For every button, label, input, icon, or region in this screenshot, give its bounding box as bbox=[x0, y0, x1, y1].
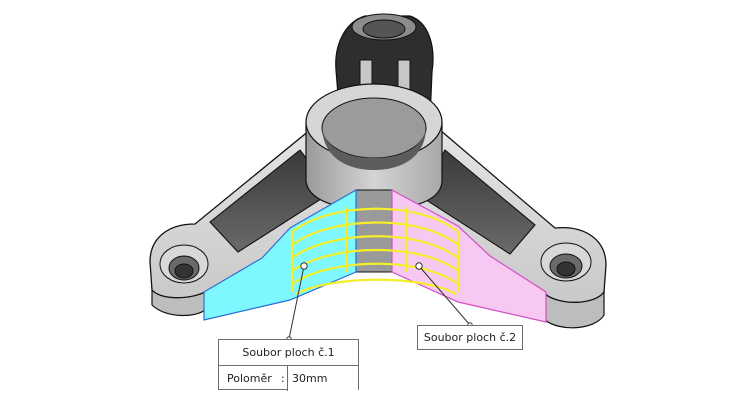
face-set-2-callout[interactable]: Soubor ploch č.2 bbox=[417, 325, 523, 350]
fillet-preview-curves bbox=[290, 207, 460, 295]
part-model[interactable] bbox=[149, 13, 607, 342]
right-arm[interactable] bbox=[389, 129, 607, 329]
face-set-1-title: Soubor ploch č.1 bbox=[219, 340, 358, 366]
face-set-1-callout[interactable]: Soubor ploch č.1 Poloměr : 30mm bbox=[218, 339, 359, 391]
hub[interactable] bbox=[305, 83, 443, 273]
radius-row: Poloměr : 30mm bbox=[219, 366, 358, 391]
radius-label: Poloměr bbox=[227, 372, 272, 385]
radius-separator: : bbox=[281, 372, 285, 385]
face-set-2[interactable] bbox=[391, 188, 547, 323]
face-set-2-title: Soubor ploch č.2 bbox=[423, 331, 517, 344]
radius-value-field[interactable]: 30mm bbox=[287, 366, 358, 391]
callout-2-anchor[interactable] bbox=[415, 262, 423, 270]
face-set-1[interactable] bbox=[203, 188, 357, 321]
callout-1-anchor[interactable] bbox=[300, 262, 308, 270]
callout-leaders bbox=[288, 265, 471, 340]
